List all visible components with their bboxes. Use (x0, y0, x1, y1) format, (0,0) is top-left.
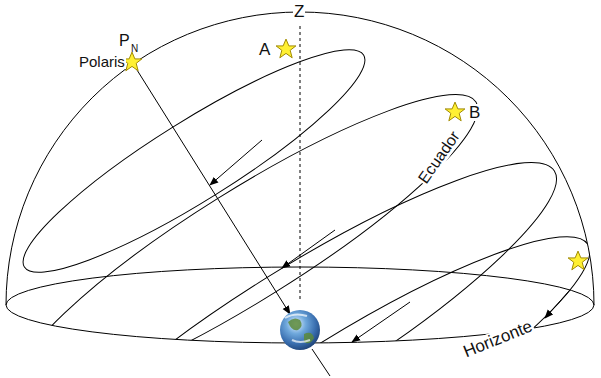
star-label: A (258, 41, 271, 58)
horizon-label: Horizonte (460, 317, 536, 361)
earth (280, 310, 320, 350)
equator-label: Ecuador (415, 128, 463, 188)
earth-land (288, 318, 314, 343)
zenith-label: Z (293, 3, 305, 20)
star-a (276, 39, 296, 58)
star-label: B (468, 104, 481, 121)
star-name: Polaris (78, 54, 126, 69)
pole-subscript: N (130, 44, 139, 54)
polar-axis-south (312, 349, 330, 376)
zenith-line (300, 26, 301, 300)
dome-outline (6, 12, 594, 305)
diurnal-circles (0, 21, 601, 378)
polar-axis (132, 62, 290, 314)
pole-label: P (118, 33, 131, 49)
star-b (445, 102, 465, 121)
motion-arrows (210, 140, 570, 342)
earth-clouds (285, 314, 310, 342)
star-horizon (568, 251, 588, 270)
